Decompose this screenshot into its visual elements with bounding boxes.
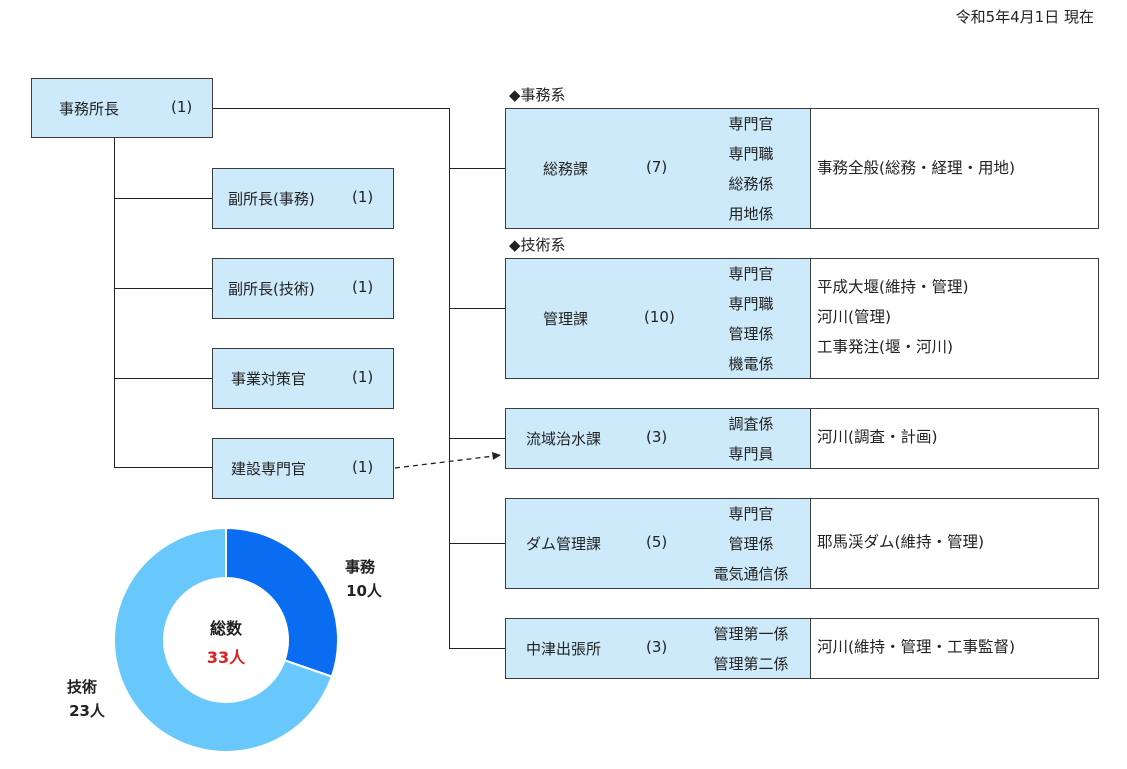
division-name: 管理課	[543, 310, 589, 328]
line-to-nakatsu	[449, 648, 506, 649]
duty-line: 工事発注(堰・河川)	[817, 338, 954, 356]
line-to-deputy-1	[114, 198, 213, 199]
staff-list: 専門官 専門職 総務係 用地係	[696, 109, 806, 229]
line-to-deputy-2	[114, 288, 213, 289]
staff-donut-chart: 総数 33人 事務 10人 技術 23人	[67, 526, 383, 753]
staff-item: 管理第一係	[713, 625, 789, 643]
staff-list: 専門官 管理係 電気通信係	[696, 499, 806, 589]
deputy-box: 建設専門官 (1)	[212, 438, 394, 499]
division-count: (10)	[644, 308, 675, 326]
division-count: (3)	[646, 638, 668, 656]
deputy-count: (1)	[352, 368, 374, 386]
staff-item: 専門職	[728, 145, 774, 163]
line-to-deputy-4	[114, 467, 213, 468]
deputy-name: 事業対策官	[231, 370, 307, 388]
director-name: 事務所長	[59, 100, 120, 118]
duties-ryuiki: 河川(調査・計画)	[811, 408, 1099, 469]
staff-item: 専門職	[728, 295, 774, 313]
staff-item: 専門官	[728, 505, 774, 523]
deputy-count: (1)	[352, 458, 374, 476]
staff-item: 管理係	[728, 325, 774, 343]
duties-kanri: 平成大堰(維持・管理) 河川(管理) 工事発注(堰・河川)	[811, 258, 1099, 379]
dashed-arrow	[394, 452, 501, 469]
staff-item: 調査係	[728, 415, 774, 433]
donut-center-value: 33人	[207, 648, 246, 667]
line-to-ryuiki	[449, 438, 506, 439]
line-to-dam	[449, 543, 506, 544]
date-label: 令和5年4月1日 現在	[955, 8, 1094, 26]
slice-label-value: 10人	[346, 582, 383, 600]
duty-line: 耶馬渓ダム(維持・管理)	[817, 533, 985, 551]
staff-item: 専門官	[728, 115, 774, 133]
division-count: (3)	[646, 428, 668, 446]
donut-slice-gijutsu	[113, 526, 334, 753]
deputy-name: 副所長(事務)	[228, 190, 315, 208]
duty-line: 河川(調査・計画)	[817, 428, 938, 446]
division-name: 中津出張所	[526, 640, 602, 658]
section-label-gijutsu: ◆技術系	[509, 236, 566, 254]
division-count: (7)	[646, 158, 668, 176]
slice-label-name: 事務	[345, 558, 376, 576]
line-to-soumu	[449, 168, 506, 169]
deputy-name: 建設専門官	[231, 460, 307, 478]
line-left-vertical	[114, 137, 115, 468]
division-box-kanri: 管理課 (10) 専門官 専門職 管理係 機電係	[505, 258, 811, 379]
duty-line: 事務全般(総務・経理・用地)	[817, 159, 1016, 177]
donut-center-label: 総数	[210, 619, 243, 638]
division-count: (5)	[646, 533, 668, 551]
slice-label-name: 技術	[67, 678, 97, 696]
duties-dam: 耶馬渓ダム(維持・管理)	[811, 498, 1099, 589]
division-name: 総務課	[543, 160, 589, 178]
staff-item: 機電係	[728, 355, 774, 373]
duty-line: 河川(管理)	[817, 308, 892, 326]
deputy-count: (1)	[352, 278, 374, 296]
donut-slices	[113, 526, 339, 753]
section-label-jimu: ◆事務系	[509, 86, 566, 104]
deputy-box: 副所長(事務) (1)	[212, 168, 394, 229]
staff-item: 専門官	[728, 265, 774, 283]
division-box-ryuiki: 流域治水課 (3) 調査係 専門員	[505, 408, 811, 469]
division-name: 流域治水課	[526, 430, 602, 448]
division-box-nakatsu: 中津出張所 (3) 管理第一係 管理第二係	[505, 618, 811, 679]
deputy-box: 事業対策官 (1)	[212, 348, 394, 409]
line-to-kanri	[449, 308, 506, 309]
director-box: 事務所長 (1)	[31, 78, 213, 138]
slice-label-value: 23人	[69, 702, 106, 720]
duties-soumu: 事務全般(総務・経理・用地)	[811, 108, 1099, 229]
staff-item: 専門員	[728, 445, 774, 463]
staff-list: 調査係 専門員	[696, 409, 806, 469]
duty-line: 平成大堰(維持・管理)	[817, 278, 969, 296]
division-box-dam: ダム管理課 (5) 専門官 管理係 電気通信係	[505, 498, 811, 589]
deputy-count: (1)	[352, 188, 374, 206]
donut-slice-jimu	[225, 526, 339, 678]
staff-item: 用地係	[728, 205, 774, 223]
line-main-vertical	[449, 108, 450, 649]
director-count: (1)	[171, 98, 193, 116]
staff-list: 専門官 専門職 管理係 機電係	[696, 259, 806, 379]
deputy-box: 副所長(技術) (1)	[212, 258, 394, 319]
division-name: ダム管理課	[526, 535, 602, 553]
staff-item: 管理第二係	[713, 655, 789, 673]
line-to-deputy-3	[114, 378, 213, 379]
deputy-name: 副所長(技術)	[228, 280, 315, 298]
duties-nakatsu: 河川(維持・管理・工事監督)	[811, 618, 1099, 679]
line-director-right	[212, 108, 450, 109]
staff-item: 電気通信係	[713, 565, 789, 583]
division-box-soumu: 総務課 (7) 専門官 専門職 総務係 用地係	[505, 108, 811, 229]
staff-list: 管理第一係 管理第二係	[696, 619, 806, 679]
staff-item: 総務係	[728, 175, 774, 193]
duty-line: 河川(維持・管理・工事監督)	[817, 638, 1016, 656]
staff-item: 管理係	[728, 535, 774, 553]
